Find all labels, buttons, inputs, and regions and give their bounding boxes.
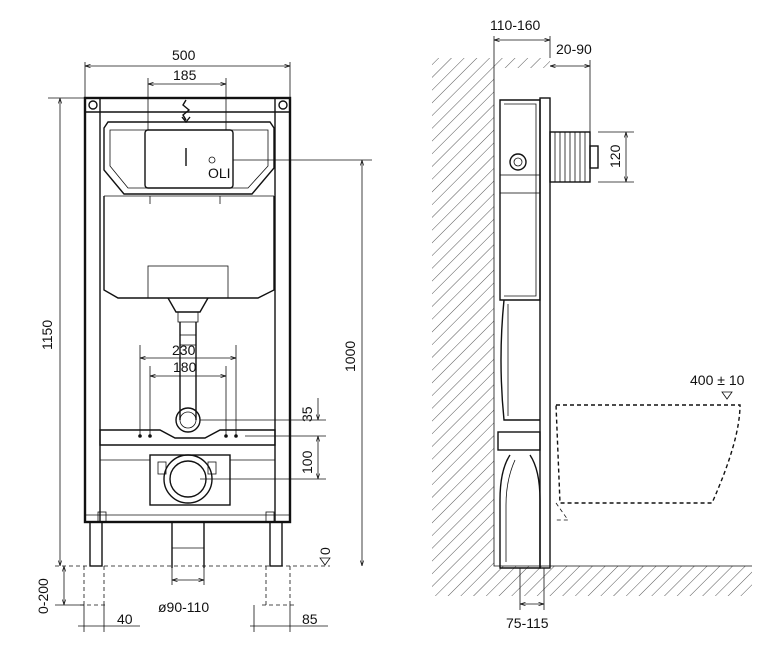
dim-offset-35: 35	[299, 406, 315, 422]
cistern: OLI	[103, 99, 275, 299]
seat-level-triangle-icon	[721, 391, 733, 400]
dim-bolt-inner: 180	[173, 359, 197, 375]
dim-bolt-outer: 230	[172, 342, 196, 358]
dim-flush-plate: 185	[173, 67, 197, 83]
drain-assembly	[99, 297, 276, 568]
dim-height-to-flush: 1000	[342, 341, 358, 372]
flush-plate-outline	[144, 129, 234, 189]
dim-foot-left: 40	[117, 611, 133, 627]
toilet-bowl-outline	[555, 404, 741, 504]
dim-foot-adjust: 0-200	[35, 578, 51, 614]
level-triangle-icon	[319, 557, 331, 566]
dim-width-total: 500	[172, 47, 196, 63]
wall-hatching	[432, 58, 752, 596]
dim-outlet-offset: 75-115	[506, 615, 549, 631]
side-view: 110-160 20-90 120 400 ± 10 75-115	[432, 17, 752, 631]
frame-outline	[83, 96, 292, 567]
dim-height-total: 1150	[39, 320, 55, 350]
dim-wall-offset: 20-90	[556, 41, 592, 57]
flush-arrow-icon	[181, 99, 191, 124]
front-view: OLI	[35, 47, 372, 632]
dim-offset-100: 100	[299, 450, 315, 474]
dim-foot-right: 85	[302, 611, 318, 627]
dim-floor-level: 0	[317, 547, 333, 555]
dim-pipe-diameter: ø90-110	[158, 599, 209, 615]
dim-frame-depth: 110-160	[490, 17, 541, 33]
brand-label: OLI	[208, 165, 231, 181]
dim-flush-height: 120	[607, 144, 623, 168]
frame-profile	[497, 97, 599, 569]
dim-seat-height: 400 ± 10	[690, 372, 745, 388]
